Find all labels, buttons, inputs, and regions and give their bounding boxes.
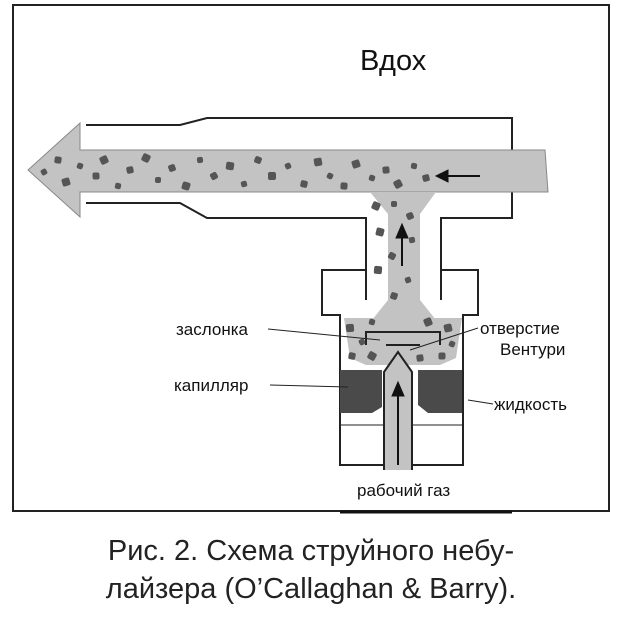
label-working-gas: рабочий газ [357,481,450,500]
aerosol-particle [387,251,397,261]
aerosol-particle [367,351,377,361]
aerosol-particle [368,318,376,326]
aerosol-particle [196,156,204,164]
label-venturi-line1: отверстие [480,319,560,338]
label-capillary: капилляр [174,376,248,395]
aerosol-particle [408,236,416,244]
aerosol-particle [76,162,84,170]
inflow-arrow [434,169,480,183]
aerosol-particle [240,180,248,188]
aerosol-particle [422,174,430,182]
aerosol-particle [393,179,403,189]
aerosol-particle [423,317,433,327]
label-flap: заслонка [176,320,249,339]
aerosol-particle [40,168,48,176]
aerosol-particle [382,166,390,174]
aerosol-particle [154,176,162,184]
aerosol-particle [168,164,176,172]
aerosol-particle [267,171,277,181]
diagram-frame [12,4,610,512]
aerosol-particle [391,201,397,207]
aerosol-particles [40,153,456,362]
label-venturi-line2: Вентури [500,340,565,359]
figure-caption: Рис. 2. Схема струйного небу- лайзера (O… [0,532,622,608]
aerosol-particle [438,352,446,360]
aerosol-particle [375,227,385,237]
tube-outline [86,117,513,300]
liquid-left [340,370,382,413]
stem-up-arrow [395,222,409,266]
aerosol-particle [358,338,366,346]
aerosol-particle [126,166,134,174]
venturi-leader [409,327,479,351]
flap-leader [267,328,381,341]
caption-line-2: лайзера (O’Callaghan & Barry). [105,573,517,605]
aerosol-particle [340,182,348,190]
aerosol-particle [351,159,361,169]
aerosol-particle [300,180,308,188]
aerosol-particle [254,156,262,164]
aerosol-particle [54,156,62,164]
chamber-left-wall [321,269,386,466]
gas-up-arrow [391,380,405,465]
aerosol-particle [61,177,71,187]
aerosol-particle [371,201,381,211]
liquid-right [418,370,462,413]
aerosol-particle [181,181,191,191]
aerosol-particle [99,155,109,165]
label-liquid: жидкость [494,395,567,414]
main-flow-arrow [27,121,549,219]
aerosol-particle [225,161,235,171]
aerosol-particle [443,323,453,333]
aerosol-particle [326,172,334,180]
aerosol-particle [368,174,376,182]
aerosol-particle [345,323,355,333]
aerosol-particle [92,172,100,180]
aerosol-particle [410,162,418,170]
aerosol-particle [348,352,356,360]
caption-line-1: Рис. 2. Схема струйного небу- [107,535,515,567]
aerosol-particle [390,292,398,300]
aerosol-particle [416,354,424,362]
aerosol-particle [284,162,292,170]
aerosol-particle [404,276,412,284]
capillary-leader [269,384,349,388]
aerosol-particle [373,265,383,275]
aerosol-particle [141,153,151,163]
diagram-title: Вдох [360,45,427,77]
liquid-leader [467,399,494,405]
aerosol-particle [209,171,219,181]
aerosol-particle [313,157,323,167]
aerosol-particle [448,340,456,348]
aerosol-particle [114,182,122,190]
chamber-right-wall [412,269,479,466]
aerosol-particle [406,212,414,220]
